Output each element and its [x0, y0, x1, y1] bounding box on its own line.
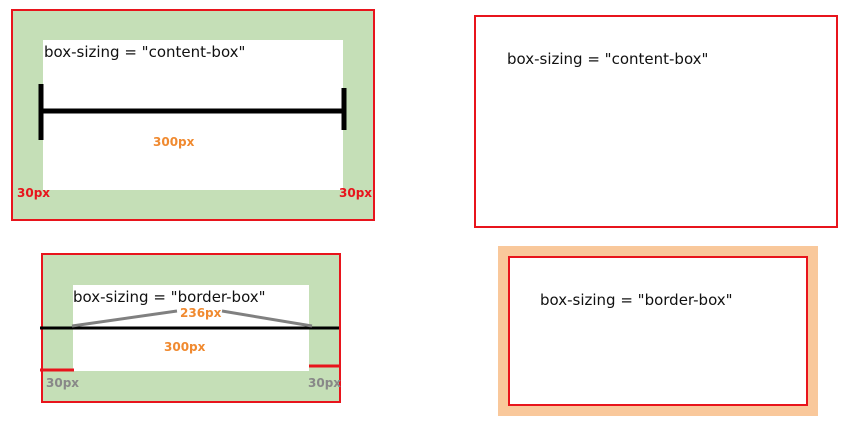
border-box-result-title: box-sizing = "border-box" [540, 291, 733, 309]
border-box-title: box-sizing = "border-box" [73, 288, 266, 306]
inner-width-left-leader [71, 309, 178, 328]
border-box-right-padding-label: 30px [308, 376, 342, 390]
content-box-right-padding-label: 30px [339, 186, 373, 200]
content-box-left-padding-label: 30px [17, 186, 51, 200]
border-box-left-padding-label: 30px [46, 376, 80, 390]
border-box-result-border [508, 256, 808, 406]
content-box-result-border [474, 15, 838, 228]
border-box-width-label: 300px [164, 340, 206, 354]
content-box-result-title: box-sizing = "content-box" [507, 50, 709, 68]
border-box-inner-width-label: 236px [180, 306, 222, 320]
content-box-title: box-sizing = "content-box" [44, 43, 246, 61]
content-box-content-area [43, 40, 343, 190]
content-box-width-label: 300px [153, 135, 195, 149]
inner-width-right-leader [221, 309, 313, 328]
